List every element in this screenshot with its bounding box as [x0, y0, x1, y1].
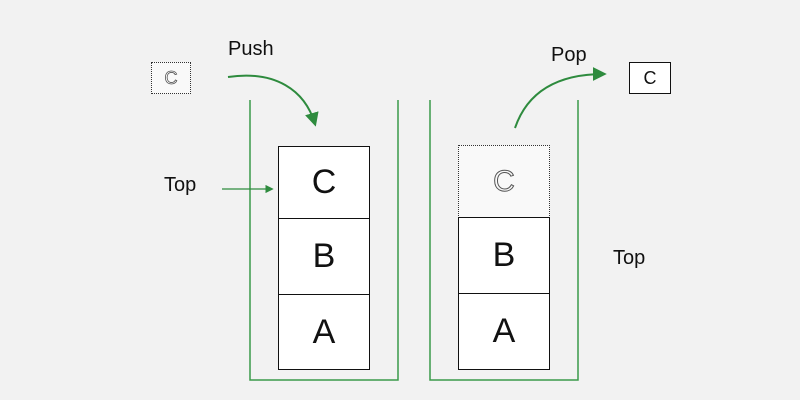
pop-removed-ghost-c: C [458, 145, 550, 218]
pop-top-label: Top [613, 247, 646, 269]
push-stack-item-c: C [278, 146, 370, 219]
push-top-label: Top [164, 174, 197, 196]
push-stack-container [249, 100, 399, 381]
push-label: Push [228, 38, 274, 60]
pop-stack-item-a: A [458, 293, 550, 370]
push-arrow [227, 74, 319, 127]
pop-stack-item-b: B [458, 217, 550, 294]
pop-stack-container [429, 100, 579, 381]
incoming-item-c: C [151, 62, 191, 94]
push-stack-item-b: B [278, 218, 370, 295]
outgoing-item-c: C [629, 62, 671, 94]
pop-arrow [514, 67, 607, 129]
push-stack-item-a: A [278, 294, 370, 370]
pop-label: Pop [551, 44, 587, 66]
